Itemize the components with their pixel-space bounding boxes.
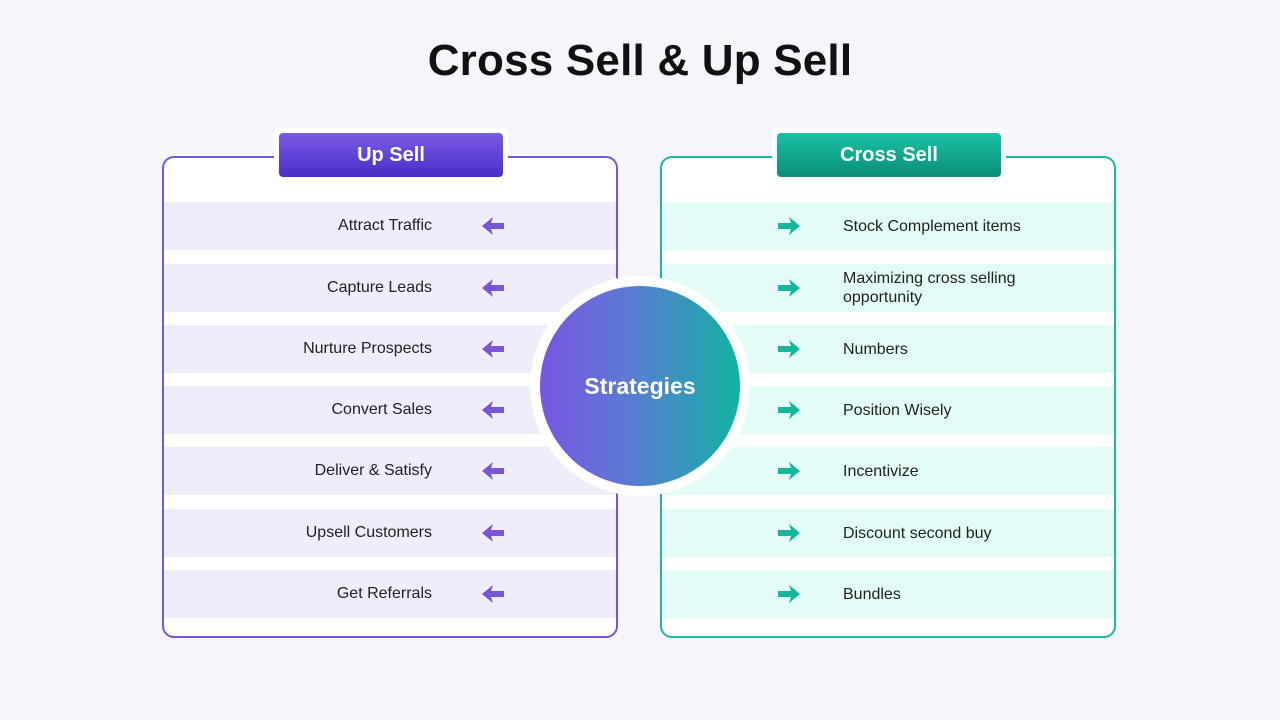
crosssell-header-tab: Cross Sell: [772, 128, 1006, 180]
crosssell-item: Maximizing cross selling opportunity: [662, 264, 1114, 312]
crosssell-item-label: Position Wisely: [843, 401, 952, 419]
arrow-left-icon: [482, 523, 504, 543]
upsell-item-label: Nurture Prospects: [303, 340, 432, 357]
crosssell-item-label: Incentivize: [843, 462, 919, 480]
arrow-right-icon: [778, 278, 800, 298]
arrow-right-icon: [778, 216, 800, 236]
arrow-left-icon: [482, 461, 504, 481]
upsell-item: Capture Leads: [164, 264, 616, 312]
crosssell-item: Position Wisely: [662, 386, 1114, 434]
arrow-left-icon: [482, 584, 504, 604]
upsell-item-label: Get Referrals: [336, 585, 432, 602]
arrow-right-icon: [778, 461, 800, 481]
upsell-item-label: Upsell Customers: [305, 524, 432, 541]
strategies-label: Strategies: [540, 286, 740, 486]
crosssell-item: Discount second buy: [662, 509, 1114, 557]
upsell-item-label: Deliver & Satisfy: [314, 462, 432, 479]
crosssell-header: Cross Sell: [777, 133, 1001, 177]
upsell-item: Get Referrals: [164, 570, 616, 618]
upsell-item: Upsell Customers: [164, 509, 616, 557]
upsell-item-label: Attract Traffic: [338, 217, 432, 234]
crosssell-item: Stock Complement items: [662, 202, 1114, 250]
arrow-right-icon: [778, 400, 800, 420]
arrow-right-icon: [778, 523, 800, 543]
upsell-item: Deliver & Satisfy: [164, 447, 616, 495]
strategies-circle: Strategies: [530, 276, 750, 496]
upsell-item: Attract Traffic: [164, 202, 616, 250]
crosssell-item-label: Maximizing cross selling opportunity: [843, 270, 1016, 306]
upsell-item-label: Capture Leads: [327, 279, 432, 296]
arrow-left-icon: [482, 278, 504, 298]
upsell-header: Up Sell: [279, 133, 503, 177]
page-title: Cross Sell & Up Sell: [427, 36, 853, 85]
crosssell-item-label: Numbers: [843, 340, 908, 358]
crosssell-item-label: Bundles: [843, 585, 901, 603]
upsell-header-tab: Up Sell: [274, 128, 508, 180]
upsell-panel: Attract Traffic Capture Leads Nurture Pr…: [162, 156, 618, 638]
arrow-right-icon: [778, 339, 800, 359]
crosssell-item-label: Stock Complement items: [843, 217, 1021, 235]
arrow-right-icon: [778, 584, 800, 604]
crosssell-item: Incentivize: [662, 447, 1114, 495]
crosssell-item-label: Discount second buy: [843, 524, 992, 542]
arrow-left-icon: [482, 400, 504, 420]
crosssell-item: Bundles: [662, 570, 1114, 618]
upsell-item-label: Convert Sales: [331, 401, 433, 418]
arrow-left-icon: [482, 216, 504, 236]
arrow-left-icon: [482, 339, 504, 359]
